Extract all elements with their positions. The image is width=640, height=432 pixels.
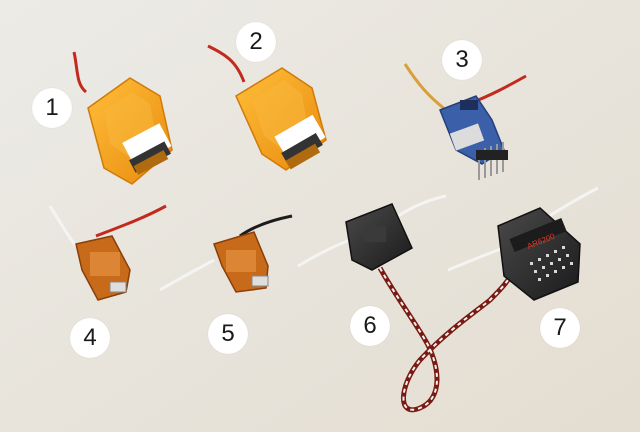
receiver-5: [159, 214, 293, 293]
label-2: 2: [236, 22, 276, 62]
label-7: 7: [540, 308, 580, 348]
receiver-1: [72, 51, 173, 185]
receiver-6: [297, 194, 517, 413]
label-6: 6: [350, 306, 390, 346]
receiver-7: AR6200: [447, 186, 599, 301]
label-3: 3: [442, 40, 482, 80]
label-1: 1: [32, 88, 72, 128]
receiver-3: [403, 63, 527, 180]
receiver-4: [48, 204, 167, 301]
label-5: 5: [208, 314, 248, 354]
receiver-2: [207, 44, 327, 171]
label-4: 4: [70, 318, 110, 358]
